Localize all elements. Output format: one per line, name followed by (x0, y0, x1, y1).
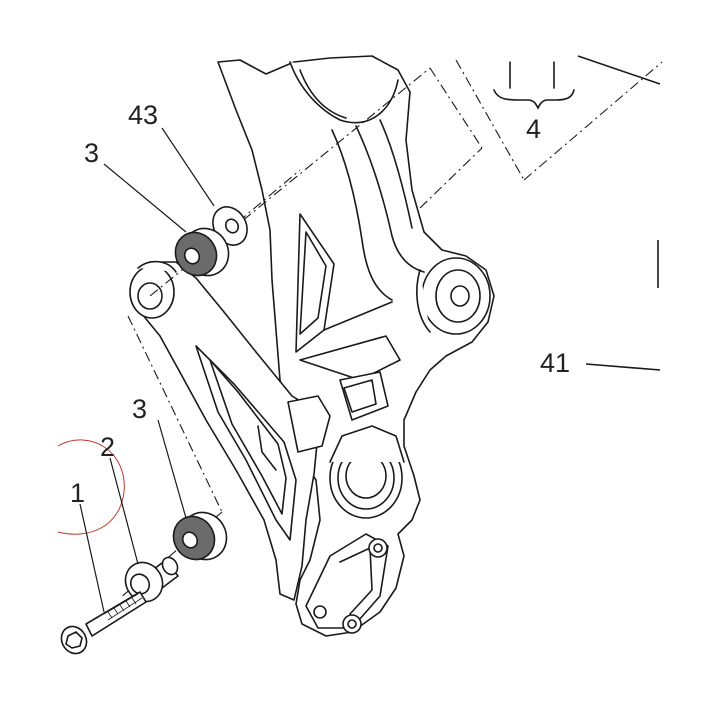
link-arm-outline (131, 261, 319, 601)
callout-4: 4 (526, 114, 541, 144)
leader-1 (79, 503, 105, 613)
leader-3-lower (157, 419, 187, 519)
pivot-boss-collar (329, 425, 405, 463)
axis-part4-left (429, 67, 483, 149)
foot-bore-1-inner (373, 543, 383, 553)
leader-43 (161, 127, 215, 207)
link-arm-edge (257, 425, 277, 471)
upper-boss-flange (416, 269, 431, 333)
marker-circle (57, 439, 125, 535)
callout-1: 1 (70, 478, 85, 508)
link-pivot-plate (287, 395, 331, 453)
bushing-lower-part-3 (172, 511, 228, 561)
callout-2: 2 (100, 432, 115, 462)
bracket-brace-2 (299, 335, 401, 381)
axis-part4-bottom (419, 147, 483, 209)
leader-3-upper (103, 163, 187, 233)
foot-bore-3 (313, 605, 327, 619)
bracket-rib-upper-2 (299, 69, 347, 119)
link-eye-top (137, 260, 177, 273)
bushing-upper-part-3 (174, 227, 230, 277)
axis-upper-to-frame (237, 169, 301, 223)
callout-41: 41 (540, 348, 570, 378)
link-arm-window-inner (209, 359, 287, 515)
callout-3-lower: 3 (132, 394, 147, 424)
axis-lower-left (127, 315, 223, 513)
callouts: 43 3 3 2 1 4 41 (70, 100, 570, 508)
callout-43: 43 (128, 100, 158, 130)
callout-3-upper: 3 (84, 138, 99, 168)
bolt-part-1 (60, 591, 147, 655)
axis-part4-top (455, 59, 525, 181)
bracket-foot-rib (339, 547, 373, 615)
link-arm (129, 260, 331, 601)
frame-edge-lines (577, 55, 661, 371)
bracket-window-lower (343, 379, 377, 413)
bracket-window-upper-inner (299, 231, 327, 335)
frame-bracket (217, 55, 495, 637)
bracket-brace-1 (323, 301, 393, 331)
bracket-channel-left (331, 129, 393, 301)
bracket-rib-upper (289, 61, 399, 124)
upper-boss-bore (450, 285, 470, 307)
axis-part4-right (523, 61, 663, 181)
brace-part-4 (493, 61, 575, 110)
bracket-channel-right (355, 125, 425, 273)
bracket-channel-far-right (379, 119, 413, 229)
spacer-part-2 (124, 556, 180, 603)
leader-lines (79, 127, 215, 613)
foot-bore-2-inner (347, 619, 357, 629)
leader-2 (109, 457, 139, 565)
